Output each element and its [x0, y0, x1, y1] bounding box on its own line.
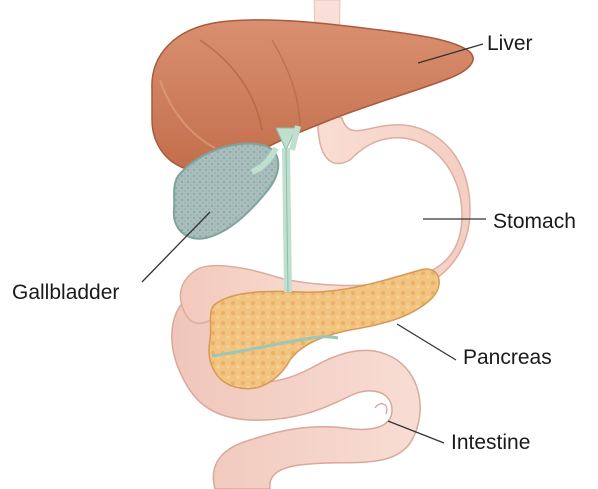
stomach-label: Stomach: [493, 211, 576, 232]
liver: [152, 20, 473, 170]
liver-label: Liver: [487, 33, 533, 54]
gallbladder-label: Gallbladder: [12, 282, 119, 303]
pancreas-leader-line: [397, 324, 456, 360]
intestine-label: Intestine: [451, 432, 530, 453]
pancreas-label: Pancreas: [463, 347, 552, 368]
